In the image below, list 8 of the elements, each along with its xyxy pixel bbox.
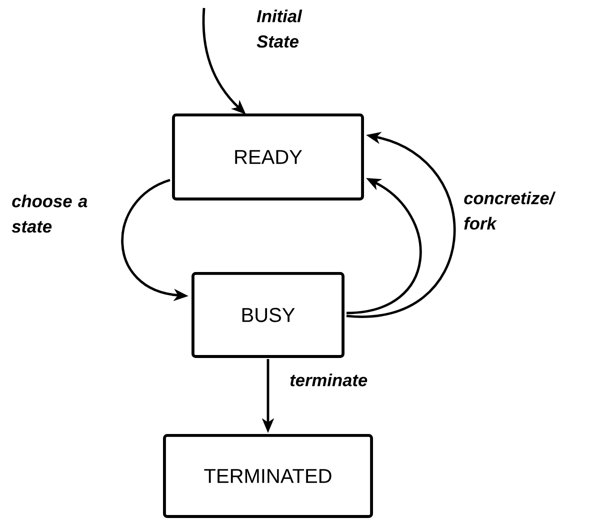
edge-label: concretize/ fork: [464, 192, 556, 230]
state-box: TERMINATED: [163, 434, 373, 518]
arrow: [346, 178, 422, 314]
edge-label: Initial State: [256, 10, 302, 48]
state-box: BUSY: [192, 272, 344, 358]
state-box: READY: [172, 114, 364, 200]
edge-label: terminate: [290, 374, 368, 386]
edge-label: choose a state: [12, 194, 88, 233]
